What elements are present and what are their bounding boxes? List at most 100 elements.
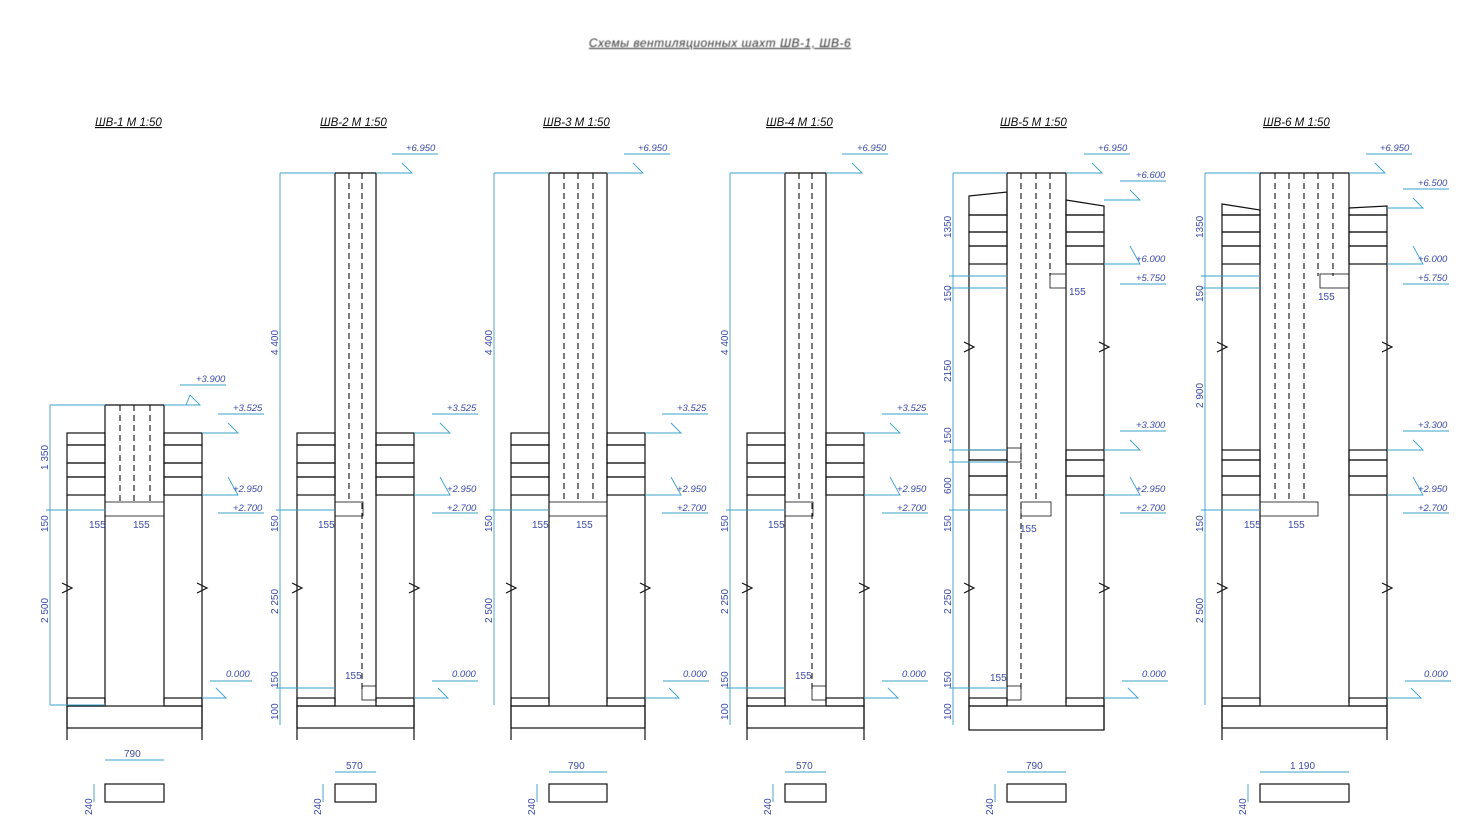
shaft-1-elev-3: +2.950 xyxy=(233,484,263,495)
shaft-5-vdim-7: 2 250 xyxy=(943,589,954,614)
shaft-1-vdim-1: 1 350 xyxy=(40,445,51,470)
shaft-6-elev-6: +2.950 xyxy=(1418,484,1448,495)
shaft-4-elev-1: +6.950 xyxy=(857,143,887,154)
shaft-6-vdim-2: 150 xyxy=(1195,285,1206,302)
shaft-6-elev-7: +2.700 xyxy=(1418,503,1448,514)
shaft-5-sdim-3: 155 xyxy=(990,673,1007,684)
shaft-1-vdim-2: 150 xyxy=(40,515,51,532)
shaft-4-vdim-3: 2 250 xyxy=(720,589,731,614)
shaft-6-label: ШВ-6 М 1:50 xyxy=(1263,117,1330,129)
shaft-5-elev-6: +2.950 xyxy=(1136,484,1166,495)
shaft-2-vdim-4: 150 xyxy=(270,671,281,688)
shaft-4-elev-4: +2.700 xyxy=(897,503,927,514)
shaft-6-vdim-4: 150 xyxy=(1195,515,1206,532)
shaft-4-depth-dim: 240 xyxy=(763,798,774,815)
shaft-5-elev-3: +6.000 xyxy=(1136,254,1166,265)
shaft-1-vdim-3: 2 500 xyxy=(40,598,51,623)
shaft-5-vdim-2: 150 xyxy=(943,285,954,302)
shaft-4-width-dim: 570 xyxy=(796,761,813,772)
shaft-1-sdim-1: 155 xyxy=(89,520,106,531)
shaft-6-elev-8: 0.000 xyxy=(1424,669,1448,680)
shaft-6-sdim-1: 155 xyxy=(1318,292,1335,303)
shaft-5-vdim-8: 150 xyxy=(943,671,954,688)
shaft-1-sdim-2: 155 xyxy=(133,520,150,531)
shaft-1-elev-4: +2.700 xyxy=(233,503,263,514)
shaft-4-vdim-2: 150 xyxy=(720,515,731,532)
shaft-2-vdim-3: 2 250 xyxy=(270,589,281,614)
shaft-1-depth-dim: 240 xyxy=(84,798,95,815)
shaft-1-elev-1: +3.900 xyxy=(196,374,226,385)
shaft-3-sdim-1: 155 xyxy=(532,520,549,531)
shaft-5-elev-7: +2.700 xyxy=(1136,503,1166,514)
shaft-3-elev-5: 0.000 xyxy=(683,669,707,680)
shaft-6-width-dim: 1 190 xyxy=(1290,761,1315,772)
shaft-5-vdim-6: 150 xyxy=(943,515,954,532)
shaft-5-width-dim: 790 xyxy=(1026,761,1043,772)
shaft-5-elev-5: +3.300 xyxy=(1136,420,1166,431)
shaft-6-elev-1: +6.950 xyxy=(1380,143,1410,154)
shaft-6-depth-dim: 240 xyxy=(1238,798,1249,815)
shaft-2: ШВ-2 М 1:50 4 400 150 2 250 150 100 155 … xyxy=(270,117,478,815)
shaft-5-sdim-2: 155 xyxy=(1020,524,1037,535)
shaft-3-vdim-1: 4 400 xyxy=(484,330,495,355)
shaft-5: ШВ-5 М 1:50 xyxy=(943,117,1168,815)
shaft-5-vdim-1: 1350 xyxy=(943,215,954,238)
shaft-5-label: ШВ-5 М 1:50 xyxy=(1000,117,1067,129)
shaft-4-elev-2: +3.525 xyxy=(897,403,927,414)
shaft-2-elev-2: +3.525 xyxy=(447,403,477,414)
shaft-3-elev-1: +6.950 xyxy=(638,143,668,154)
shaft-2-sdim-1: 155 xyxy=(318,520,335,531)
shaft-6-vdim-5: 2 500 xyxy=(1195,598,1206,623)
shaft-6-elev-4: +5.750 xyxy=(1418,273,1448,284)
shaft-2-width-dim: 570 xyxy=(346,761,363,772)
shaft-3-label: ШВ-3 М 1:50 xyxy=(543,117,610,129)
shaft-3-sdim-2: 155 xyxy=(576,520,593,531)
shaft-3-elev-3: +2.950 xyxy=(677,484,707,495)
shaft-2-vdim-2: 150 xyxy=(270,515,281,532)
shaft-6-sdim-2: 155 xyxy=(1244,520,1261,531)
shaft-6-elev-3: +6.000 xyxy=(1418,254,1448,265)
shaft-2-elev-5: 0.000 xyxy=(452,669,476,680)
shaft-3-depth-dim: 240 xyxy=(527,798,538,815)
shaft-4-vdim-1: 4 400 xyxy=(720,330,731,355)
sheet-title: Схемы вентиляционных шахт ШВ-1, ШВ-6 xyxy=(588,36,852,50)
shaft-3-elev-2: +3.525 xyxy=(677,403,707,414)
shaft-1-label: ШВ-1 М 1:50 xyxy=(95,117,162,129)
shaft-5-vdim-4: 150 xyxy=(943,427,954,444)
shaft-2-elev-4: +2.700 xyxy=(447,503,477,514)
shaft-3-elev-4: +2.700 xyxy=(677,503,707,514)
shaft-5-vdim-3: 2150 xyxy=(943,359,954,382)
shaft-6-vdim-3: 2 900 xyxy=(1195,383,1206,408)
shaft-4-vdim-5: 100 xyxy=(720,703,731,720)
shaft-4-vdim-4: 150 xyxy=(720,671,731,688)
shaft-2-depth-dim: 240 xyxy=(313,798,324,815)
shaft-2-vdim-5: 100 xyxy=(270,703,281,720)
shaft-2-elev-3: +2.950 xyxy=(447,484,477,495)
shaft-2-sdim-2: 155 xyxy=(345,671,362,682)
shaft-2-vdim-1: 4 400 xyxy=(270,330,281,355)
shaft-3: ШВ-3 М 1:50 4 400 150 2 500 155 155 +6.9… xyxy=(484,117,709,815)
shaft-2-label: ШВ-2 М 1:50 xyxy=(320,117,387,129)
shaft-6: ШВ-6 М 1:50 xyxy=(1195,117,1451,815)
shaft-3-width-dim: 790 xyxy=(568,761,585,772)
shaft-5-elev-8: 0.000 xyxy=(1142,669,1166,680)
shaft-2-elev-1: +6.950 xyxy=(406,143,436,154)
shaft-1-elev-5: 0.000 xyxy=(226,669,250,680)
shaft-4-sdim-2: 155 xyxy=(795,671,812,682)
shaft-5-elev-1: +6.950 xyxy=(1098,143,1128,154)
shaft-1: ШВ-1 М 1:50 1 350 150 2 500 1 xyxy=(40,117,264,815)
shaft-3-vdim-2: 150 xyxy=(484,515,495,532)
shaft-6-elev-2: +6.500 xyxy=(1418,178,1448,189)
shaft-5-sdim-1: 155 xyxy=(1069,287,1086,298)
shaft-4-elev-3: +2.950 xyxy=(897,484,927,495)
shaft-5-elev-2: +6.600 xyxy=(1136,170,1166,181)
shaft-1-width-dim: 790 xyxy=(124,749,141,760)
shaft-6-sdim-3: 155 xyxy=(1288,520,1305,531)
shaft-1-elev-2: +3.525 xyxy=(233,403,263,414)
shaft-5-elev-4: +5.750 xyxy=(1136,273,1166,284)
shaft-4: ШВ-4 М 1:50 4 400 150 2 250 150 100 155 … xyxy=(720,117,928,815)
shaft-4-sdim-1: 155 xyxy=(768,520,785,531)
shaft-5-vdim-5: 600 xyxy=(943,477,954,494)
shaft-5-depth-dim: 240 xyxy=(985,798,996,815)
shaft-6-elev-5: +3.300 xyxy=(1418,420,1448,431)
